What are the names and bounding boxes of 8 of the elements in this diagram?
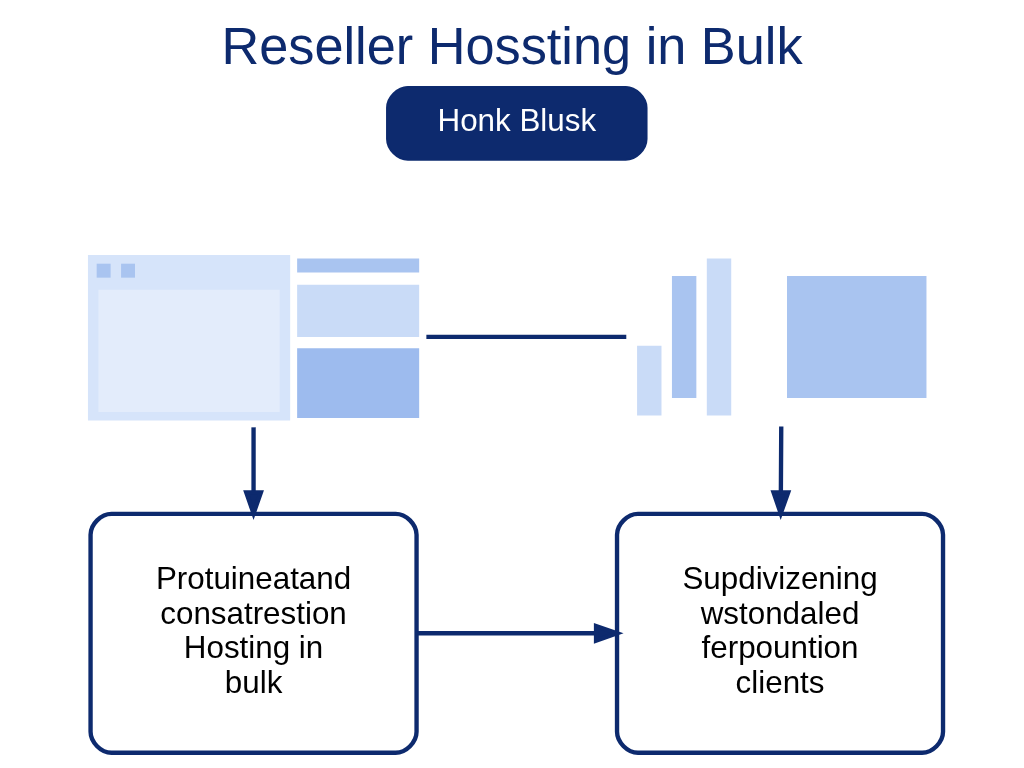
node-box: Supdivizening wstondaled ferpountion clients — [614, 511, 946, 755]
connector — [426, 334, 627, 340]
node-box: Honk Blusk — [386, 85, 648, 161]
arrow — [417, 622, 624, 644]
arrow — [243, 427, 264, 521]
arrow — [770, 426, 792, 520]
diagram-title: Reseller Hossting in Bulk — [221, 17, 803, 76]
node-box: Protuineatand consatrestion Hosting in bulk — [88, 511, 419, 755]
